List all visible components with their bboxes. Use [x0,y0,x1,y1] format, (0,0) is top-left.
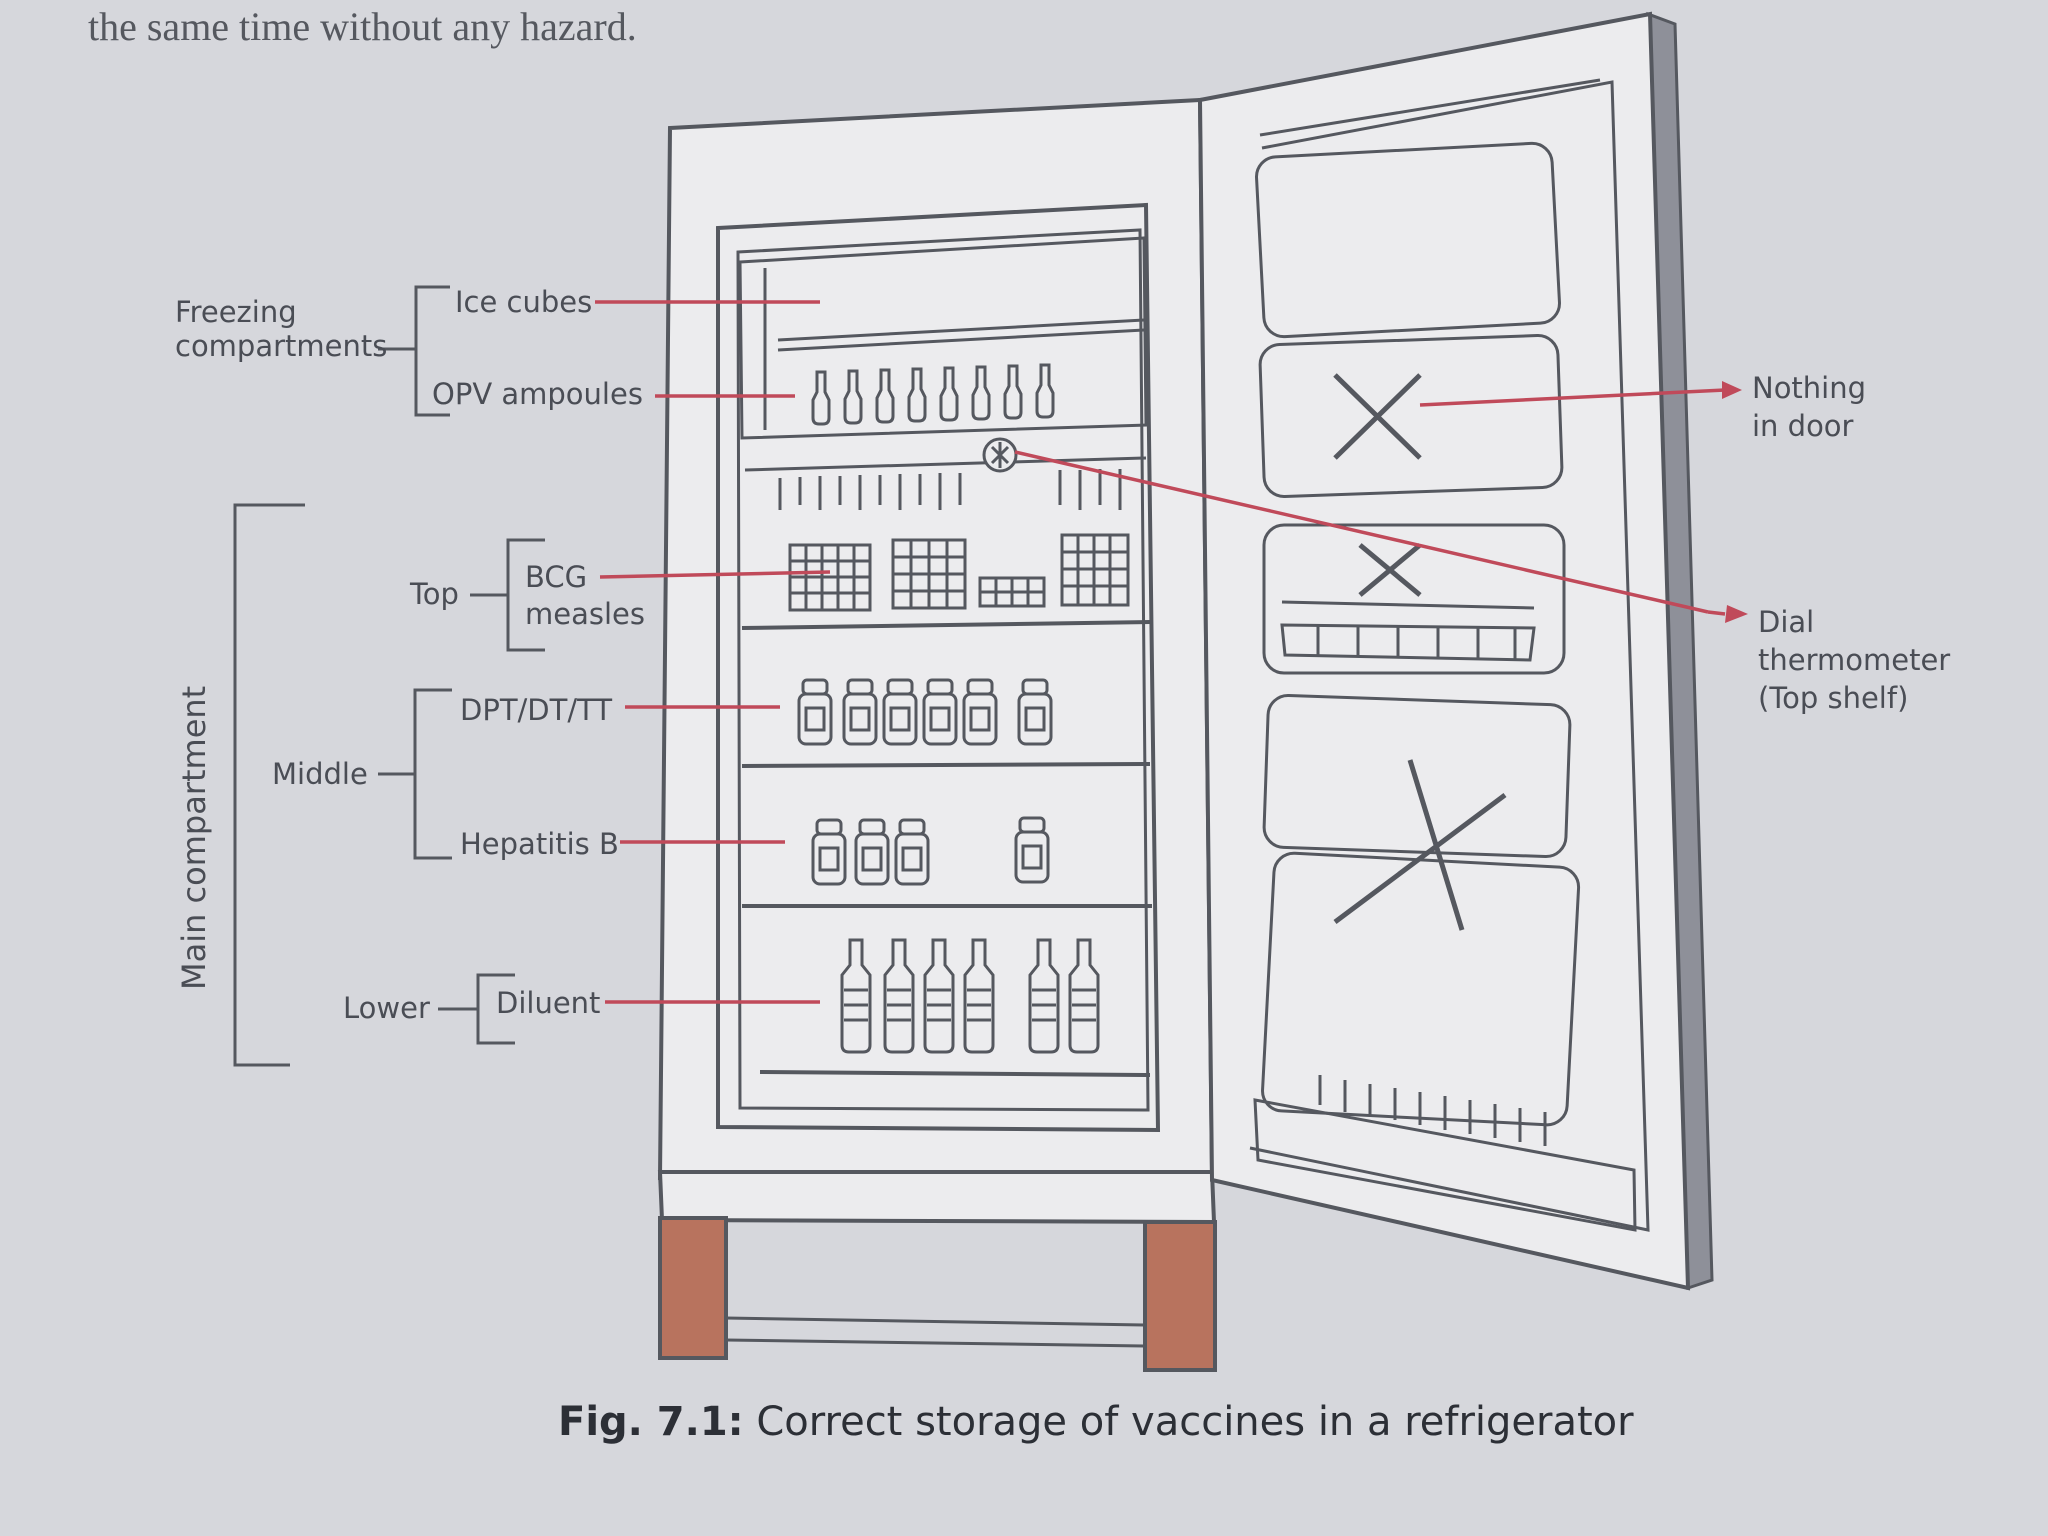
label-opv-ampoules: OPV ampoules [432,377,643,411]
vial [842,678,878,746]
refrigerator-body [657,97,1217,1225]
label-dial-thermometer-3: (Top shelf) [1758,681,1908,715]
vial [962,678,998,746]
ampoule [1003,364,1023,420]
vaccine-box [788,543,872,612]
label-hepatitis-b: Hepatitis B [460,827,619,861]
vial [797,678,833,746]
ampoule [939,366,959,422]
leader-lines [595,300,1748,1004]
diluent-bottles [840,938,1100,1054]
label-dial-thermometer: Dial [1758,605,1814,639]
label-lower: Lower [343,991,430,1025]
bcg-measles-boxes [788,533,1130,612]
label-nothing-in-door: Nothing [1752,371,1866,405]
ice-tray-teeth [778,469,1122,510]
bottle [963,938,995,1054]
brackets [233,285,545,1067]
refrigerator-door [1197,11,1714,1291]
vial [882,678,918,746]
caption-text: Correct storage of vaccines in a refrige… [744,1399,1634,1445]
dpt-vials [797,678,1053,746]
label-middle: Middle [272,757,368,791]
vial [922,678,958,746]
vial [1014,816,1050,884]
bottle [1028,938,1060,1054]
label-diluent: Diluent [496,986,600,1020]
vial [894,818,930,886]
hepatitis-b-vials [811,816,1050,886]
label-nothing-in-door-2: in door [1752,409,1854,443]
arrow-head [1725,605,1748,623]
vial [854,818,890,886]
ampoule [971,365,991,421]
opv-ampoules [811,363,1055,426]
label-ice-cubes: Ice cubes [455,285,592,319]
ampoule [907,367,927,423]
vaccine-box [978,576,1046,608]
vaccine-box [891,538,967,610]
label-measles: measles [525,597,645,631]
figure-caption: Fig. 7.1: Correct storage of vaccines in… [558,1399,1634,1445]
label-top: Top [409,577,459,611]
bottle [840,938,872,1054]
label-main-compartment: Main compartment [175,686,213,990]
bottle [1068,938,1100,1054]
label-bcg: BCG [525,560,587,594]
label-dpt: DPT/DT/TT [460,693,612,727]
vaccine-box [1060,533,1130,607]
ampoule [843,369,863,425]
label-freezing-compartments: Freezing [175,295,297,329]
header-text: the same time without any hazard. [88,4,637,49]
caption-prefix: Fig. 7.1: [558,1399,744,1445]
bottle [883,938,915,1054]
ampoule [811,370,831,426]
dial-thermometer [982,437,1018,473]
vial [811,818,847,886]
ampoule [1035,363,1055,419]
bottle [923,938,955,1054]
label-dial-thermometer-2: thermometer [1758,643,1950,677]
vial [1017,678,1053,746]
ampoule [875,368,895,424]
cross-marks [1333,373,1507,931]
refrigerator-legs [658,1216,1217,1372]
label-freezing-compartments-2: compartments [175,329,387,363]
arrow-head [1722,381,1742,399]
